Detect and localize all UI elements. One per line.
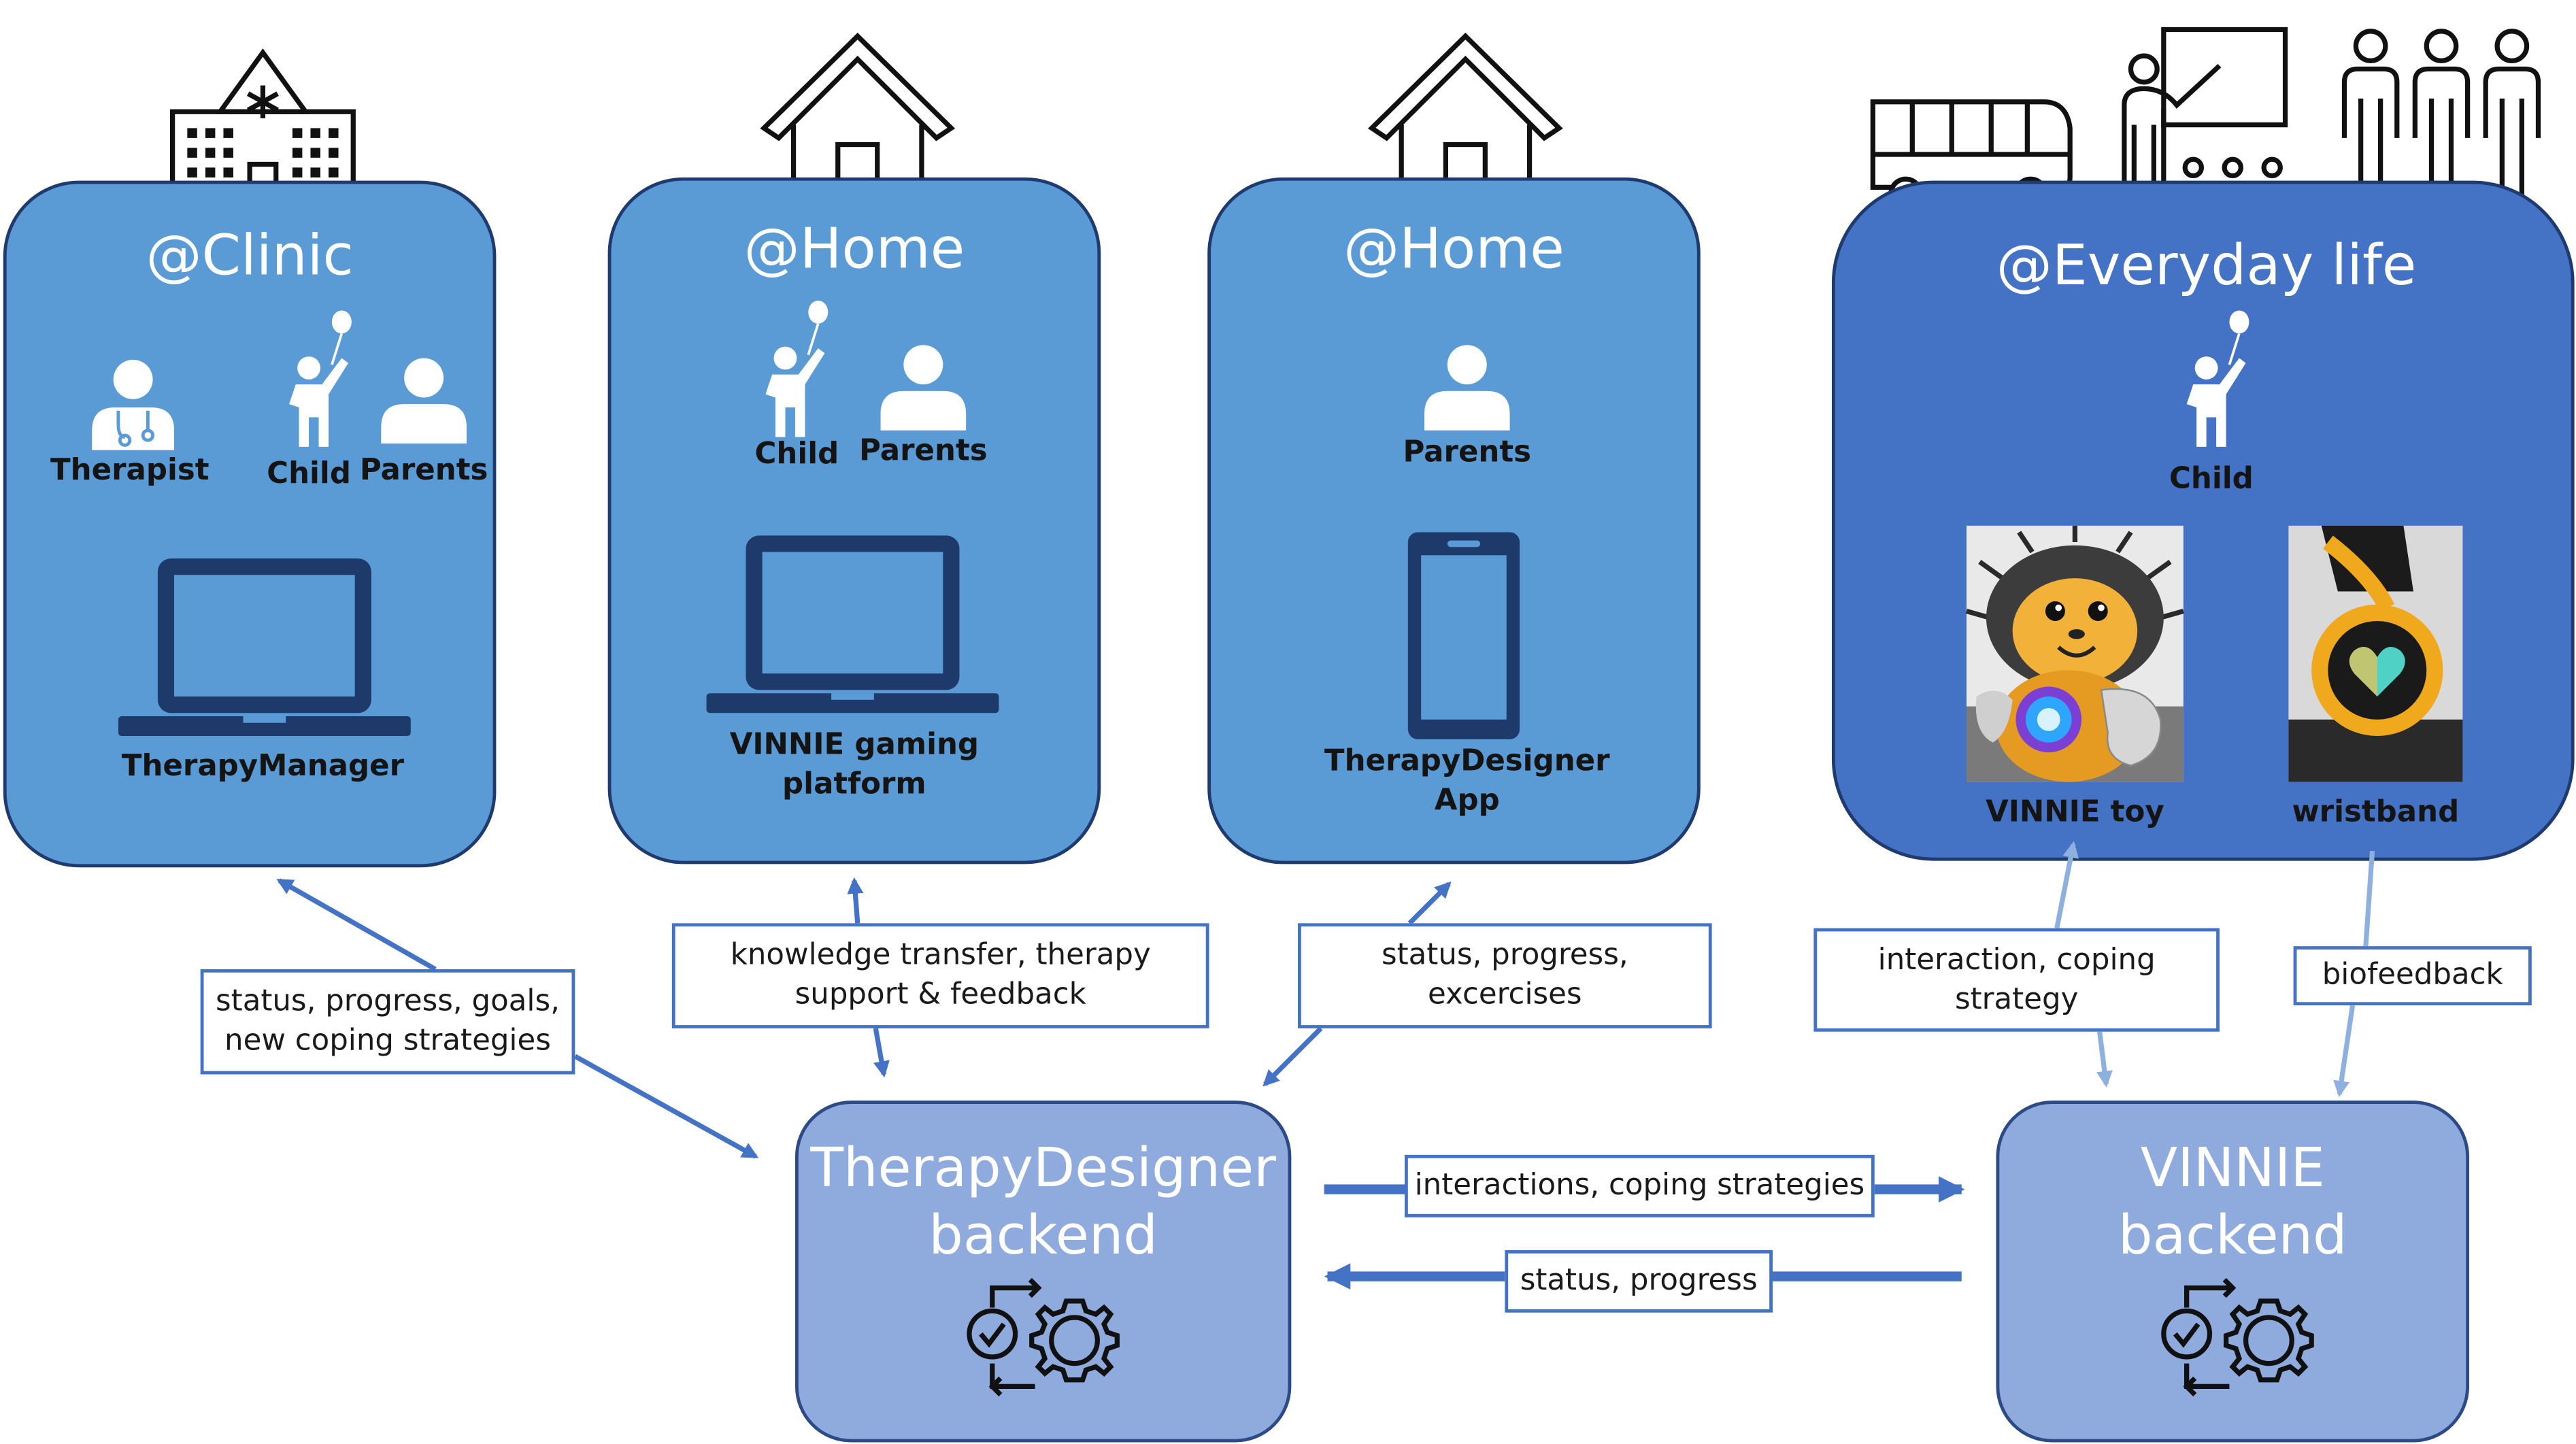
role-label: Therapist: [50, 453, 210, 488]
parent-icon: [880, 345, 967, 431]
label-line: interactions, coping strategies: [1414, 1168, 1865, 1203]
device-label: App: [1434, 784, 1500, 818]
label-line: status, progress, goals,: [215, 984, 560, 1019]
role-label: Child: [2169, 461, 2254, 497]
label-box-toy: interaction, coping strategy: [1813, 928, 2220, 1032]
label-box-wristband: biofeedback: [2293, 946, 2532, 1006]
device-label: VINNIE gaming: [729, 727, 980, 762]
panel-title: @Home: [743, 216, 965, 283]
phone-icon: [1407, 532, 1520, 739]
parent-icon: [381, 358, 467, 444]
role-label: Child: [754, 437, 839, 472]
label-line: interaction, coping: [1877, 942, 2156, 977]
arrow-toy-up: [2054, 841, 2079, 929]
child-icon: [765, 300, 829, 437]
panel-home-app: @Home Parents TherapyDesigner App: [1207, 177, 1701, 864]
laptop-icon: [118, 558, 411, 737]
backend-vinnie: VINNIE backend: [1996, 1101, 2470, 1443]
backend-title: backend: [2118, 1202, 2347, 1267]
backend-therapydesigner: TherapyDesigner backend: [794, 1101, 1292, 1443]
vinnie-toy-image: [1965, 525, 2184, 782]
label-box-to-therapy: status, progress: [1505, 1249, 1773, 1313]
arrow-wrist-b: [2333, 1005, 2356, 1098]
arrow-home1-down: [873, 1028, 890, 1078]
role-label: Parents: [359, 453, 488, 488]
label-line: strategy: [1954, 981, 2079, 1016]
child-icon: [289, 310, 352, 447]
backend-title: backend: [929, 1202, 1158, 1267]
label-line: excercises: [1428, 977, 1582, 1012]
arrow-clinic-down: [573, 1054, 759, 1159]
arrow-home2-down: [1262, 1026, 1323, 1087]
device-label: VINNIE toy: [1986, 794, 2164, 830]
device-label: TherapyDesigner: [1324, 744, 1610, 779]
label-box-home-app: status, progress, excercises: [1298, 923, 1712, 1028]
gears-icon: [2161, 1277, 2314, 1397]
gears-icon: [967, 1277, 1120, 1397]
panel-everyday-life: @Everyday life Child V: [1831, 180, 2575, 861]
role-label: Parents: [1403, 435, 1532, 470]
therapist-icon: [92, 359, 175, 450]
arrow-toy-down: [2096, 1031, 2113, 1088]
arrow-wrist-a: [2363, 850, 2375, 947]
device-label: wristband: [2292, 794, 2460, 830]
panel-home-gaming: @Home Child Parents VINNIE gaming platfo…: [607, 177, 1101, 864]
panel-title: @Clinic: [146, 223, 354, 290]
device-label: platform: [782, 767, 926, 802]
label-line: status, progress: [1520, 1263, 1758, 1298]
child-icon: [2186, 310, 2249, 447]
laptop-icon: [706, 535, 999, 713]
backend-title: TherapyDesigner: [810, 1135, 1276, 1200]
role-label: Parents: [859, 433, 988, 469]
label-line: knowledge transfer, therapy: [730, 938, 1151, 973]
label-box-to-vinnie: interactions, coping strategies: [1404, 1154, 1875, 1218]
label-line: support & feedback: [794, 977, 1086, 1012]
label-line: status, progress,: [1381, 938, 1628, 973]
label-line: biofeedback: [2322, 958, 2503, 992]
panel-title: @Home: [1343, 216, 1565, 283]
backend-title: VINNIE: [2140, 1135, 2325, 1200]
parent-icon: [1424, 345, 1510, 431]
arrow-home1-up: [847, 877, 864, 924]
wristband-image: [2288, 525, 2463, 782]
panel-title: @Everyday life: [1996, 233, 2417, 299]
arrow-home2-up: [1407, 881, 1452, 925]
device-label: TherapyManager: [121, 749, 405, 784]
panel-clinic: @Clinic Therapist Child Parents TherapyM…: [3, 180, 497, 868]
label-box-clinic: status, progress, goals, new coping strat…: [200, 969, 575, 1075]
label-line: new coping strategies: [224, 1023, 551, 1058]
arrow-clinic-up: [276, 878, 437, 972]
role-label: Child: [267, 456, 351, 492]
label-box-home-gaming: knowledge transfer, therapy support & fee…: [671, 923, 1209, 1028]
